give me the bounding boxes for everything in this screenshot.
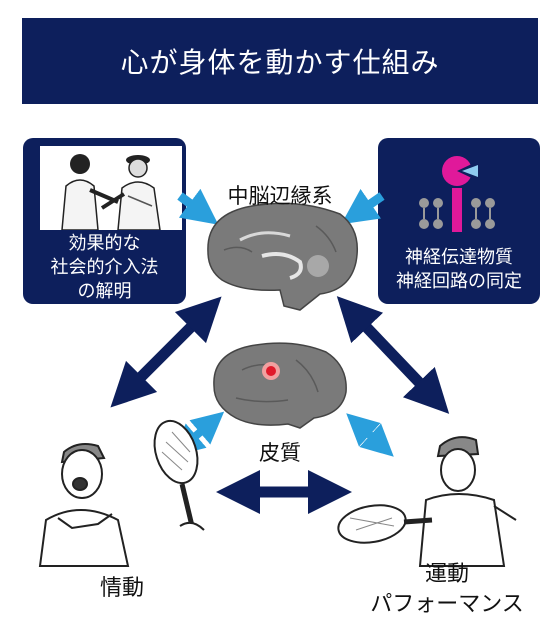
tennis-player-shouting bbox=[38, 419, 205, 567]
label-motor-line2: パフォーマンス bbox=[370, 592, 524, 617]
page-title: 心が身体を動かす仕組み bbox=[120, 46, 440, 79]
left-panel-line: 効果的な bbox=[68, 233, 141, 254]
arrow-limbic-emotion bbox=[110, 296, 222, 408]
right-panel-line: 神経回路の同定 bbox=[396, 271, 522, 292]
right-panel-text: 神経伝達物質 神経回路の同定 bbox=[378, 246, 540, 294]
label-cortex: 皮質 bbox=[259, 441, 301, 465]
arrow-right-panel-to-limbic bbox=[341, 188, 385, 225]
arrow-cortex-motor bbox=[346, 413, 394, 457]
label-limbic: 中脳辺縁系 bbox=[227, 184, 333, 208]
label-motor: 運動 パフォーマンス bbox=[352, 560, 542, 620]
brain-limbic bbox=[207, 202, 358, 311]
left-panel-text: 効果的な 社会的介入法 の解明 bbox=[23, 232, 186, 304]
coaches-photo bbox=[40, 146, 182, 231]
tennis-player-forehand bbox=[337, 436, 517, 567]
brain-cortex bbox=[213, 342, 347, 429]
right-panel-line: 神経伝達物質 bbox=[405, 247, 513, 268]
arrow-left-panel-to-limbic bbox=[177, 188, 219, 225]
label-motor-line1: 運動 bbox=[424, 562, 469, 587]
title-bar: 心が身体を動かす仕組み bbox=[22, 18, 538, 104]
label-emotion: 情動 bbox=[99, 576, 144, 601]
left-panel-line: 社会的介入法 bbox=[50, 257, 159, 278]
arrow-limbic-motor bbox=[336, 296, 450, 414]
